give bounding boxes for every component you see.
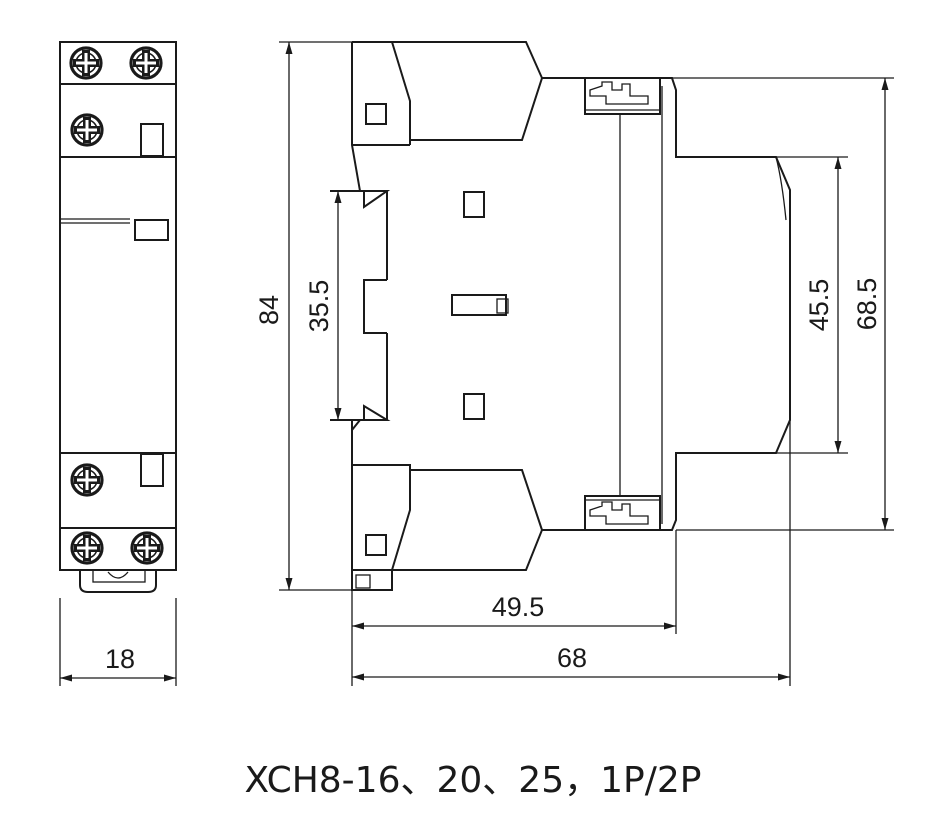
overall-height-label: 84	[254, 295, 284, 325]
lower-window	[463, 393, 485, 420]
indicator-window	[134, 219, 169, 241]
side-view: 84 35.5 45.5 68.5 49.5 68	[254, 41, 894, 686]
side-height-label: 68.5	[852, 278, 882, 331]
terminal-screw-icon	[69, 46, 103, 80]
din-clip	[79, 570, 157, 593]
overall-depth-label: 68	[557, 643, 587, 673]
terminal-screw-icon	[130, 531, 164, 565]
front-view: 18	[59, 41, 177, 686]
terminal-screw-icon	[70, 113, 104, 147]
terminal-screw-icon	[70, 531, 104, 565]
front-face-outline	[660, 77, 791, 531]
top-rail-clip	[584, 77, 661, 115]
upper-terminal-left	[351, 42, 361, 192]
terminal-screw-icon	[129, 46, 163, 80]
depth-to-step-label: 49.5	[492, 592, 545, 622]
rail-height-label: 35.5	[304, 280, 334, 333]
terminal-screw-icon	[70, 463, 104, 497]
handle-slot	[451, 294, 507, 316]
bottom-rail-clip	[584, 495, 661, 531]
upper-window	[463, 191, 485, 218]
front-width-label: 18	[105, 644, 135, 674]
bottom-tab	[140, 453, 164, 487]
model-caption: XCH8-16、20、25，1P/2P	[245, 760, 702, 801]
front-face-height-label: 45.5	[804, 279, 834, 332]
top-tab	[140, 123, 164, 157]
